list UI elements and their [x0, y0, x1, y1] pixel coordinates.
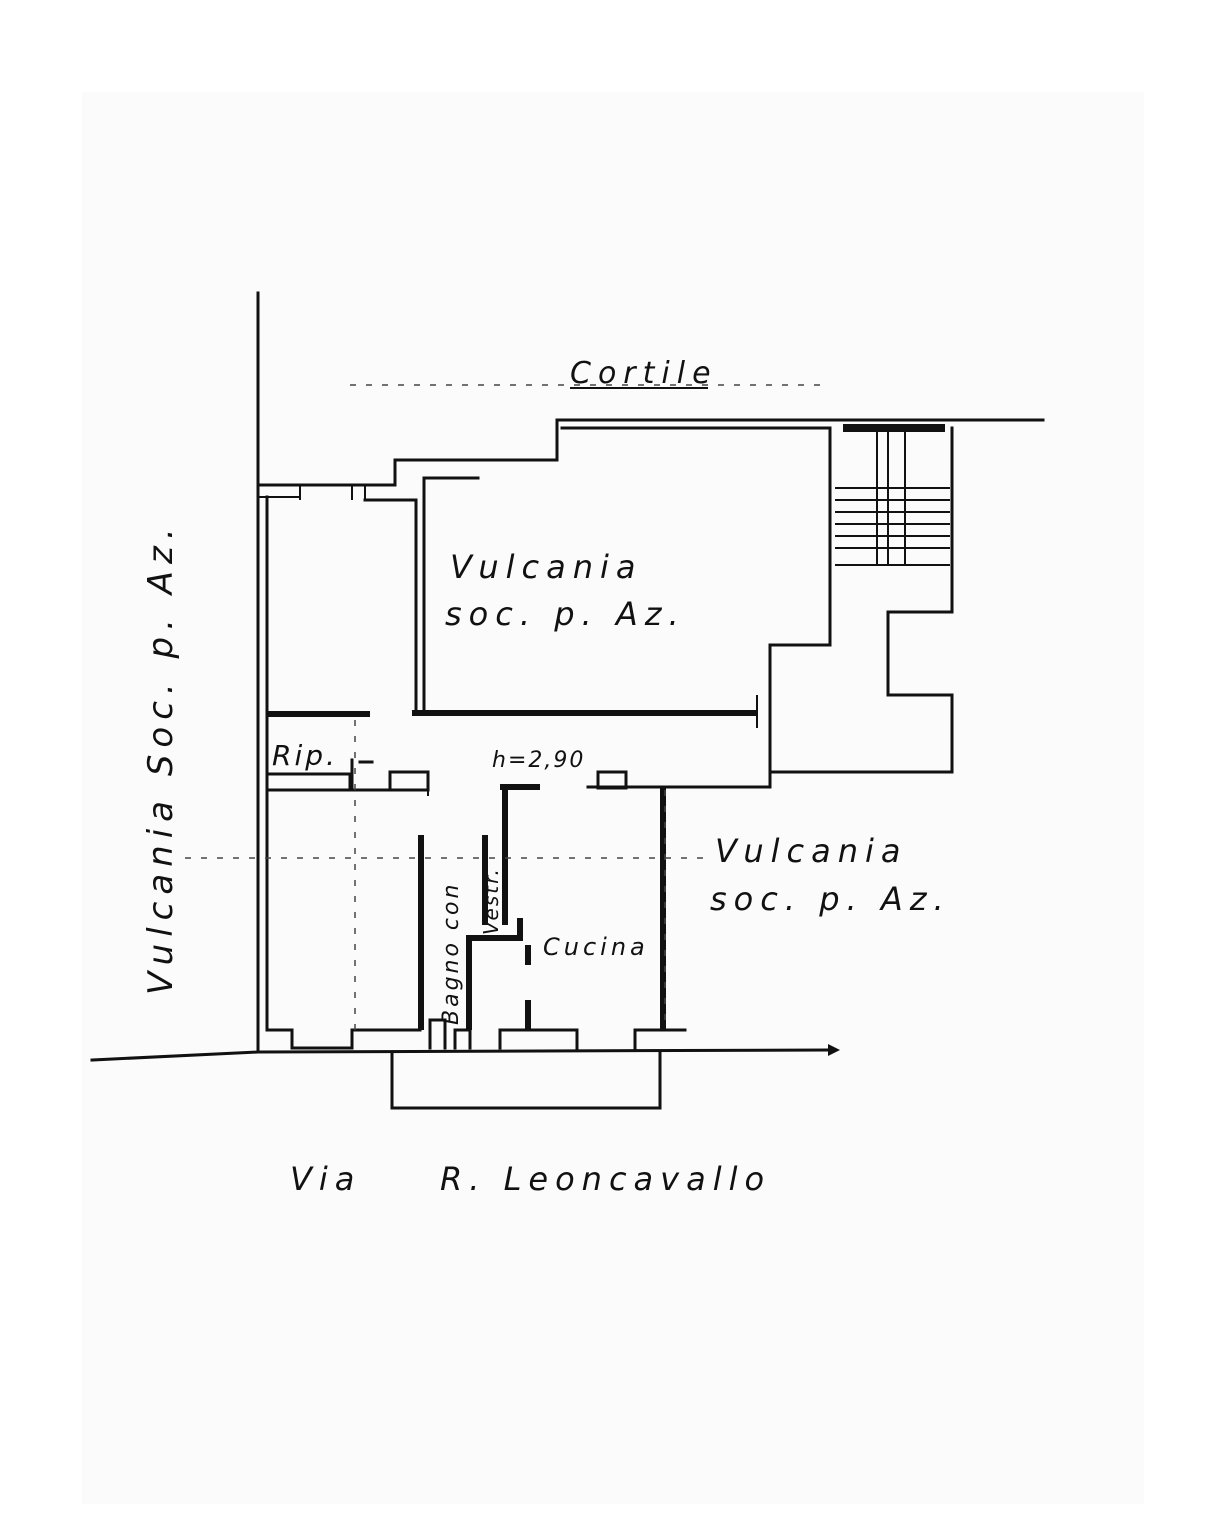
label-vulcania-left: Vulcania Soc. p. Az. — [141, 521, 181, 995]
stair-landing — [843, 424, 945, 432]
street-line — [256, 1048, 830, 1054]
entrance-step — [390, 1050, 662, 1110]
label-vulcania-top-1: Vulcania — [450, 548, 642, 586]
wall-corridor-bottom — [586, 763, 772, 789]
label-height: h=2,90 — [492, 748, 585, 773]
label-vulcania-right-2: soc. p. Az. — [710, 880, 951, 918]
label-via: Via — [290, 1160, 361, 1198]
label-cortile: Cortile — [570, 356, 718, 391]
facade-left — [265, 1028, 422, 1050]
label-vulcania-top-2: soc. p. Az. — [445, 595, 686, 633]
wall-bagno-right — [466, 918, 523, 1030]
label-rip: Rip. — [272, 739, 338, 772]
label-street: R. Leoncavallo — [440, 1160, 771, 1198]
label-vulcania-right-1: Vulcania — [715, 832, 907, 870]
label-bagno: Bagno con — [439, 882, 464, 1025]
label-cucina: Cucina — [543, 933, 649, 961]
wall-room1-right — [363, 498, 418, 714]
boundary-top — [256, 418, 1045, 487]
street-line-left — [90, 1050, 260, 1062]
facade-window-kitchen — [498, 1028, 579, 1050]
label-vestibolo: Vestr. — [479, 867, 503, 935]
wall-central-right — [560, 426, 954, 774]
closet-rip — [265, 772, 352, 792]
